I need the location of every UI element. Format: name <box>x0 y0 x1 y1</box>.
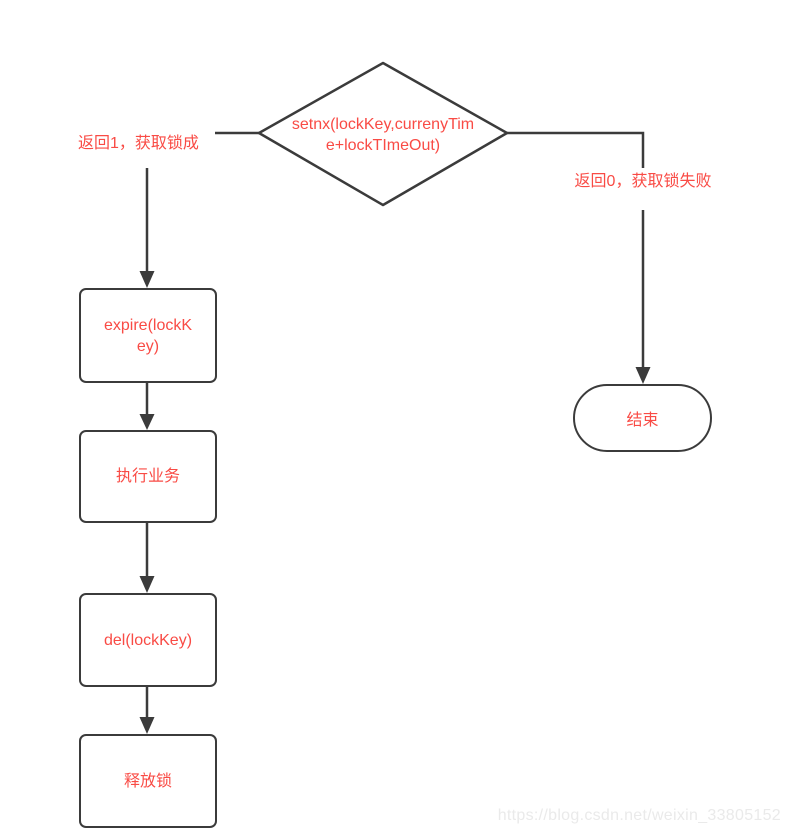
decision-diamond-shape <box>257 61 509 207</box>
branch-label-success: 返回1，获取锁成 <box>78 134 199 154</box>
node-expire-label: expire(lockKey) <box>103 316 193 355</box>
node-end: 结束 <box>573 384 712 452</box>
watermark-text: https://blog.csdn.net/weixin_33805152 <box>497 807 781 824</box>
node-delete: del(lockKey) <box>79 593 217 687</box>
node-business-label: 执行业务 <box>115 468 180 485</box>
node-delete-label: del(lockKey) <box>103 631 193 649</box>
node-end-label: 结束 <box>626 412 659 429</box>
branch-label-failure: 返回0，获取锁失败 <box>574 172 712 192</box>
connector-business-to-delete <box>139 523 155 593</box>
node-release: 释放锁 <box>79 734 217 828</box>
connector-failure-arrow <box>507 131 651 384</box>
node-business: 执行业务 <box>79 430 217 523</box>
node-expire: expire(lockKey) <box>79 288 217 383</box>
decision-label: setnx(lockKey,currenyTime+lockTImeOut) <box>291 116 475 154</box>
connector-success-arrow <box>139 168 155 288</box>
connector-expire-to-business <box>139 382 155 430</box>
connector-delete-to-release <box>139 687 155 734</box>
node-release-label: 释放锁 <box>123 772 172 790</box>
